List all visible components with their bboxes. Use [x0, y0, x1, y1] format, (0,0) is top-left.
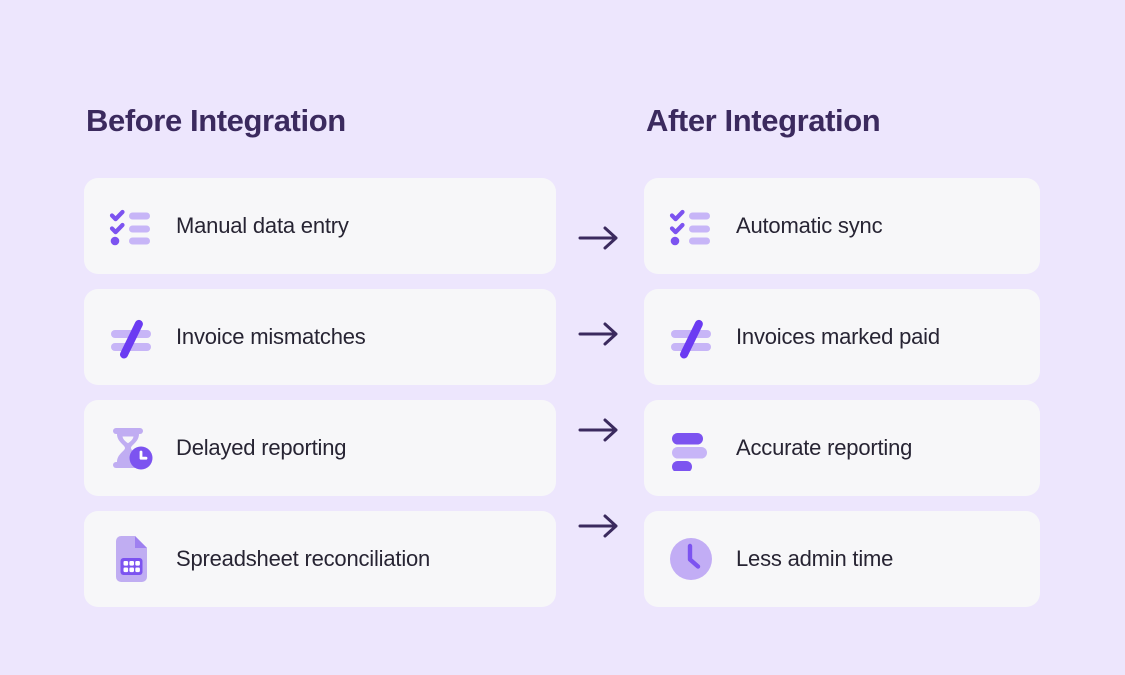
after-row-invoices-marked-paid[interactable]: Invoices marked paid: [644, 289, 1040, 386]
before-row-manual-data-entry[interactable]: Manual data entry: [84, 178, 556, 275]
after-integration-column: After Integration Automat: [644, 103, 1040, 608]
checklist-icon: [108, 203, 154, 249]
not-equal-icon: [668, 314, 714, 360]
after-row-less-admin-time[interactable]: Less admin time: [644, 511, 1040, 608]
after-row-label: Accurate reporting: [736, 435, 913, 461]
bar-chart-icon: [668, 425, 714, 473]
before-row-label: Spreadsheet reconciliation: [176, 546, 431, 572]
before-row-label: Delayed reporting: [176, 435, 347, 461]
not-equal-icon: [108, 314, 154, 360]
before-integration-column: Before Integration Manual: [84, 103, 556, 608]
after-row-label: Less admin time: [736, 546, 894, 572]
after-row-automatic-sync[interactable]: Automatic sync: [644, 178, 1040, 275]
spreadsheet-icon: [108, 536, 154, 583]
after-integration-heading: After Integration: [646, 103, 881, 138]
clock-icon: [668, 536, 714, 582]
after-row-accurate-reporting[interactable]: Accurate reporting: [644, 400, 1040, 497]
after-integration-rows: Automatic sync Invoices marked paid: [644, 178, 1040, 608]
before-row-spreadsheet-reconciliation[interactable]: Spreadsheet reconciliation: [84, 511, 556, 608]
after-row-label: Automatic sync: [736, 213, 883, 239]
hourglass-clock-icon: [108, 425, 154, 471]
checklist-icon: [668, 203, 714, 249]
before-row-label: Invoice mismatches: [176, 324, 366, 350]
comparison-columns: Before Integration Manual: [84, 103, 1040, 608]
before-row-label: Manual data entry: [176, 213, 349, 239]
before-integration-rows: Manual data entry Invoice mismatches: [84, 178, 556, 608]
after-row-label: Invoices marked paid: [736, 324, 940, 350]
before-integration-heading: Before Integration: [86, 103, 346, 138]
before-row-delayed-reporting[interactable]: Delayed reporting: [84, 400, 556, 497]
before-row-invoice-mismatches[interactable]: Invoice mismatches: [84, 289, 556, 386]
